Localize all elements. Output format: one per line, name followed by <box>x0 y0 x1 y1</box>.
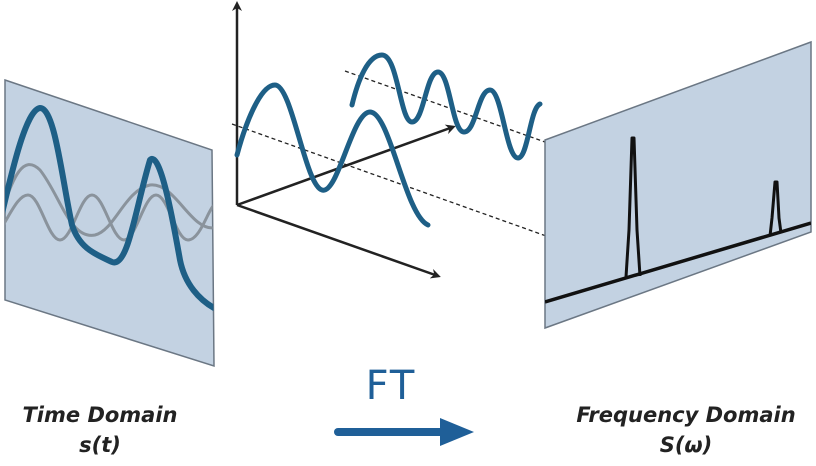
frequency-axis <box>236 124 456 207</box>
high-frequency-wave-3d <box>349 52 543 161</box>
frequency-domain-caption: Frequency Domain S(ω) <box>560 400 812 460</box>
low-frequency-wave-3d <box>234 82 431 228</box>
frequency-panel-background <box>544 40 812 330</box>
component-waves-3d <box>234 52 543 228</box>
spectrum-peak-high-freq <box>768 180 783 237</box>
frequency-domain-label: Frequency Domain <box>576 403 796 427</box>
ft-arrow-icon <box>334 418 474 446</box>
frequency-domain-panel <box>544 40 812 330</box>
transform-label: FT <box>365 363 417 409</box>
spectrum-peak-low-freq <box>624 136 642 278</box>
time-axis <box>236 203 441 279</box>
axes-3d <box>232 1 456 279</box>
frequency-domain-symbol: S(ω) <box>659 433 713 457</box>
time-component-wave-high <box>5 193 214 242</box>
time-domain-caption: Time Domain s(t) <box>14 400 186 460</box>
time-domain-panel <box>4 78 215 368</box>
time-signal-wave <box>5 105 214 311</box>
time-domain-label: Time Domain <box>22 403 178 427</box>
time-domain-symbol: s(t) <box>79 433 121 457</box>
spectrum-baseline <box>545 221 811 304</box>
